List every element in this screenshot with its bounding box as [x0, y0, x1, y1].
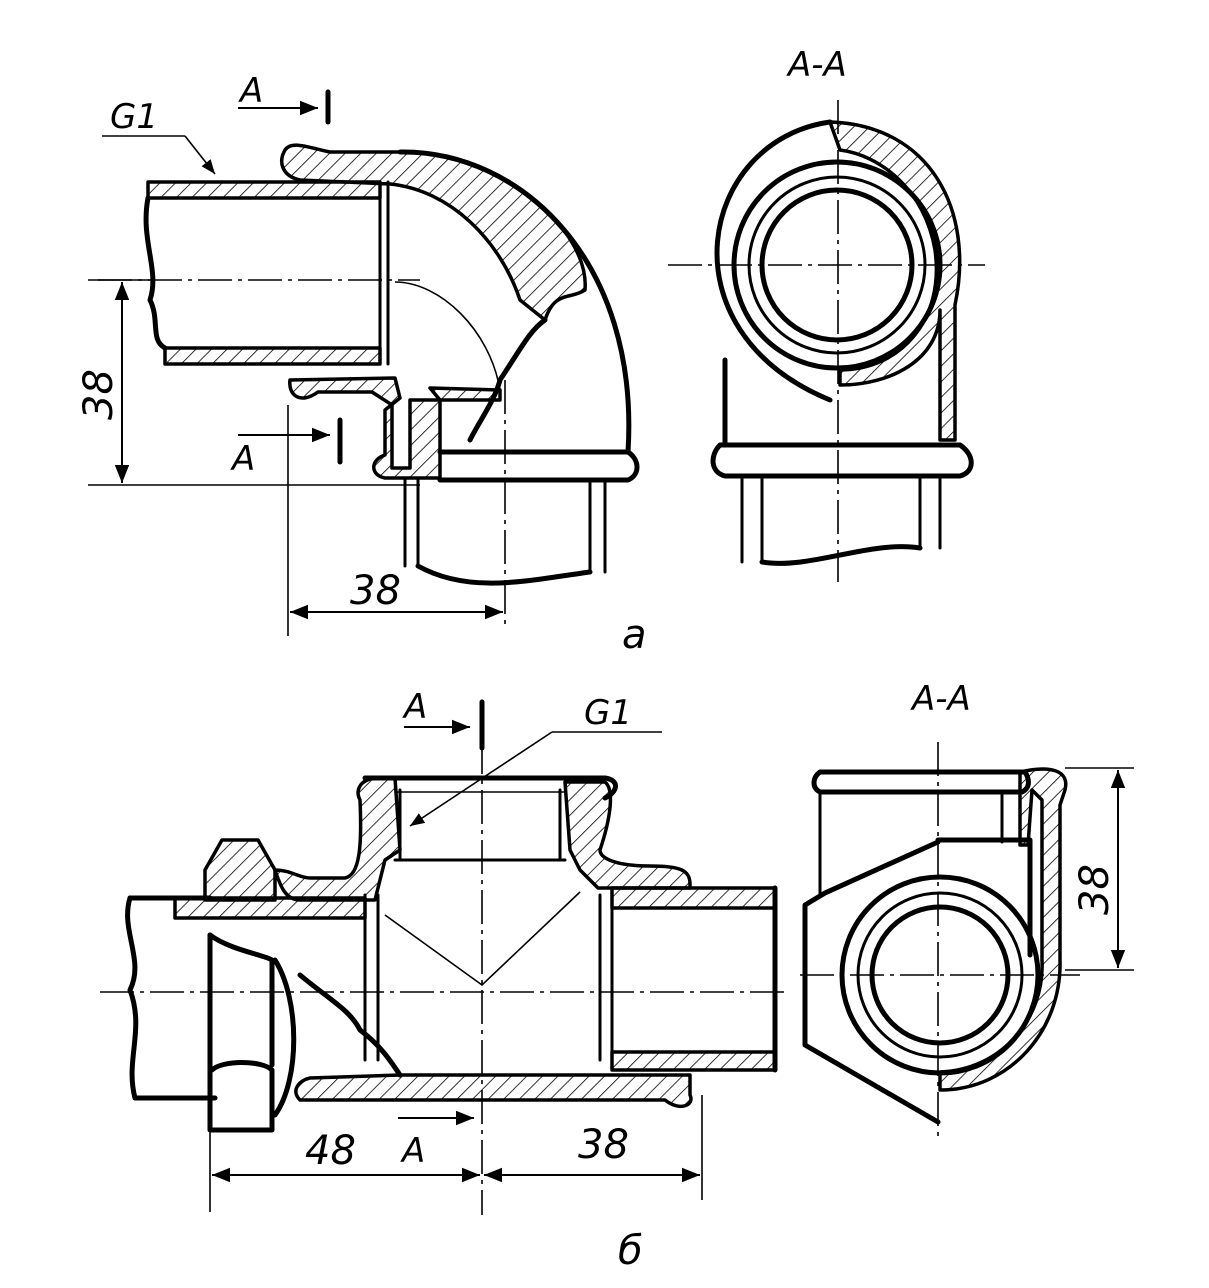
elbow-drawing: G1 A A 38 38 а: [76, 71, 647, 658]
elbow-dim-horizontal: 38: [350, 568, 401, 614]
elbow-caption: а: [622, 612, 647, 658]
tee-section-dim-vertical: 38: [1072, 864, 1118, 915]
tee-section-mark-top: A: [402, 687, 427, 727]
tee-section-view: A-A 38: [800, 679, 1134, 1140]
tee-thread-label: G1: [584, 693, 632, 733]
tee-caption: б: [618, 1228, 643, 1274]
tee-section-title: A-A: [910, 679, 971, 719]
tee-hex-nut: [203, 838, 277, 902]
tee-thread-leader-arrow: [409, 731, 553, 827]
tee-dim-right: 38: [578, 1122, 629, 1168]
tee-section-mark-bottom: A: [400, 1131, 425, 1171]
elbow-thread-label: G1: [110, 97, 158, 137]
elbow-dim-vertical: 38: [76, 369, 122, 420]
elbow-section-mark-bottom: A: [230, 439, 255, 479]
elbow-body: [280, 143, 640, 586]
elbow-pipe-horizontal: [143, 180, 390, 366]
elbow-section-title: A-A: [786, 45, 847, 85]
elbow-thread-leader-arrow: [184, 135, 216, 175]
elbow-section-mark-top: A: [238, 71, 263, 111]
elbow-section-view: A-A: [668, 45, 985, 582]
tee-drawing: G1 A A 48 38 б: [100, 687, 790, 1274]
tee-dim-left: 48: [305, 1128, 356, 1174]
